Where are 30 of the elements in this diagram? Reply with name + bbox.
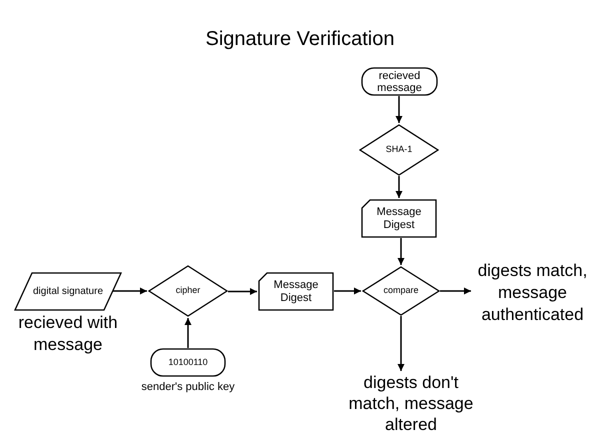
node-label: cipher <box>176 284 200 298</box>
arrow <box>396 96 402 123</box>
node-caption: sender's public key <box>140 380 236 394</box>
diagram-title: Signature Verification <box>204 27 396 51</box>
node-label: Message Digest <box>376 206 422 232</box>
node-label: compare <box>383 284 418 298</box>
arrow <box>398 316 404 371</box>
decision-diamond <box>362 266 440 316</box>
decision-diamond <box>359 124 439 176</box>
arrow <box>113 288 147 294</box>
node-label: recieved message <box>376 70 423 94</box>
card-shape <box>258 272 334 311</box>
arrow <box>184 318 192 348</box>
arrow <box>228 288 257 295</box>
card-shape <box>361 199 437 238</box>
arrow <box>396 176 402 198</box>
arrow <box>398 238 404 265</box>
node-label: SHA-1 <box>386 143 412 156</box>
decision-diamond <box>148 265 228 317</box>
node-label: digests match, message authenticated <box>476 260 588 326</box>
data-parallelogram <box>14 272 122 311</box>
terminal-shape <box>150 348 226 377</box>
arrow <box>334 288 361 294</box>
node-label: digital signature <box>32 284 104 298</box>
arrow <box>440 288 471 294</box>
node-label: 10100110 <box>168 356 208 369</box>
node-label: digests don't match, message altered <box>348 372 474 434</box>
terminal-shape <box>361 67 438 96</box>
node-label: Message Digest <box>272 278 320 304</box>
node-caption: recieved with message <box>17 312 119 356</box>
